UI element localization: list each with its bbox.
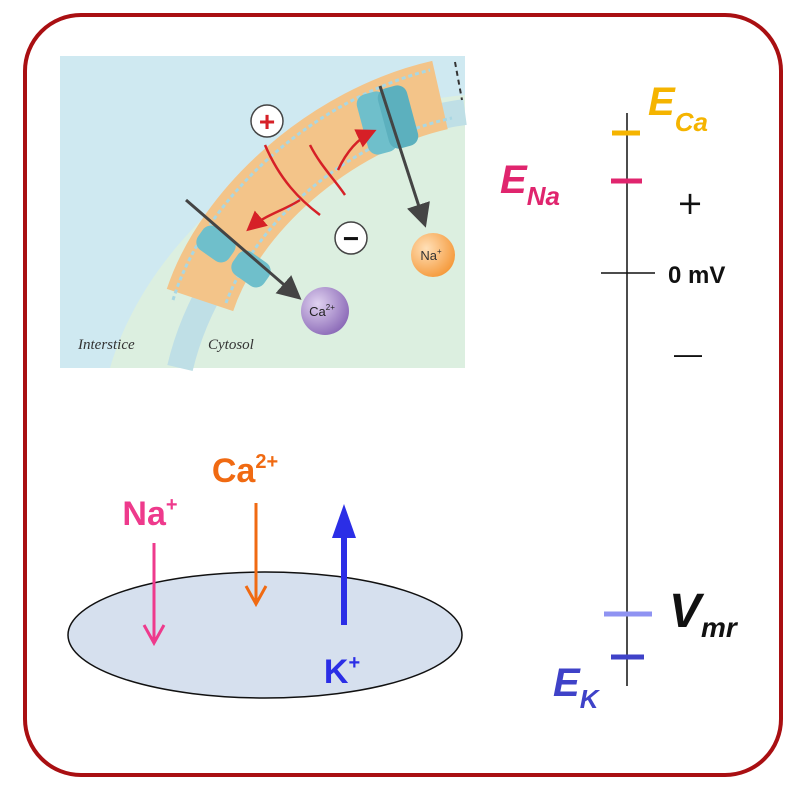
cell-diagram: Na+ Ca2+ K+ — [67, 451, 463, 699]
v-mr-label: Vmr — [669, 585, 739, 643]
cell-body — [67, 571, 463, 699]
ca-ion-label: Ca2+ — [212, 451, 278, 490]
ca-flow-arrow — [185, 198, 302, 300]
negative-side-label: — — [674, 338, 702, 369]
ca-influx-arrowhead — [244, 585, 268, 608]
e-na-label: ENa — [500, 158, 560, 211]
membrane-inset: + − Na+ Ca2+ Interstice Cytosol — [60, 56, 467, 372]
svg-text:−: − — [343, 223, 359, 254]
negative-charge-icon: − — [334, 221, 368, 255]
zero-mv-label: 0 mV — [668, 262, 725, 289]
current-loop-right-b — [336, 129, 377, 171]
k-ion-label: K+ — [324, 652, 360, 691]
current-loop-right-a — [308, 144, 347, 196]
k-efflux-arrowhead — [332, 504, 356, 538]
current-loop-left-b — [246, 198, 301, 232]
interstice-label: Interstice — [77, 337, 135, 353]
dashed-line — [454, 61, 463, 101]
positive-charge-icon: + — [250, 104, 284, 138]
na-influx-arrowhead — [142, 624, 166, 647]
svg-text:Na+: Na+ — [420, 247, 442, 263]
na-ion-label: Na+ — [122, 494, 177, 533]
current-loop-left-a — [263, 144, 321, 216]
na-ion-sphere: Na+ — [411, 233, 455, 277]
positive-side-label: + — [677, 184, 704, 222]
e-ca-label: ECa — [648, 80, 708, 137]
e-k-label: EK — [553, 661, 601, 714]
potential-scale: ECa ENa + 0 mV — Vmr EK — [500, 80, 739, 714]
cytosol-label: Cytosol — [208, 337, 254, 353]
na-flow-arrow — [378, 85, 430, 228]
svg-text:+: + — [259, 106, 275, 137]
ca-ion-sphere: Ca2+ — [301, 287, 349, 335]
svg-text:Ca2+: Ca2+ — [309, 303, 335, 319]
